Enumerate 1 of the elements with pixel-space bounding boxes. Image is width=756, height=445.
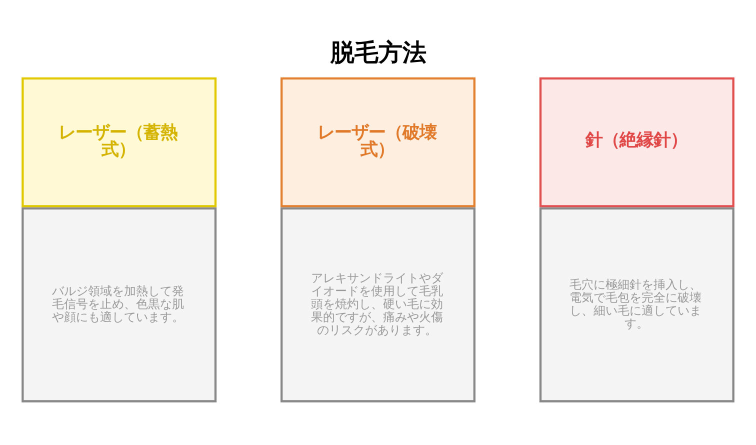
diagram-title: 脱毛方法 (330, 38, 426, 67)
